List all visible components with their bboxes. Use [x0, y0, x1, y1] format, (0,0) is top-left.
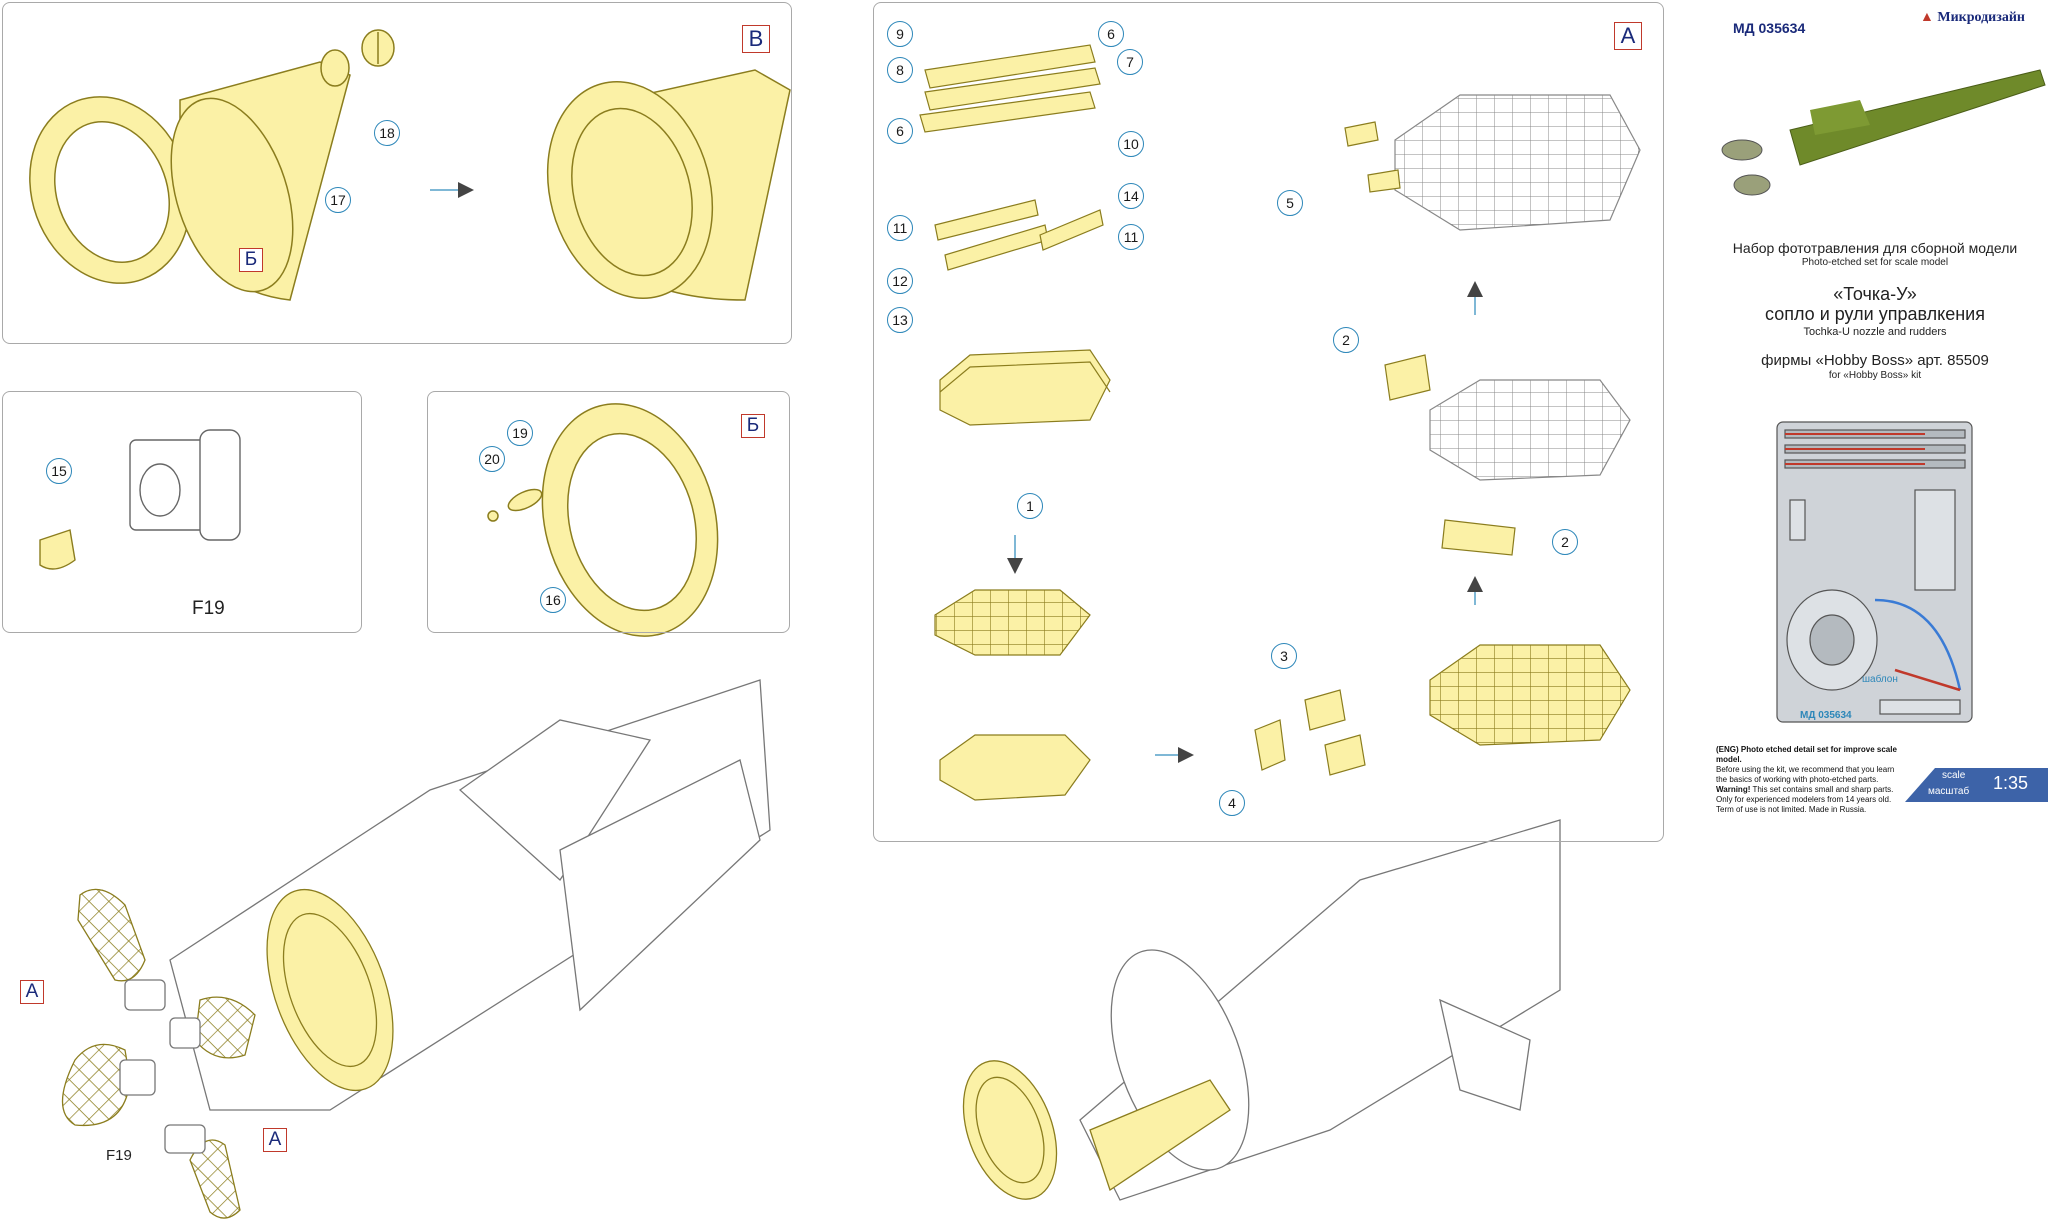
- scale-label-en: scale: [1942, 770, 1966, 781]
- brand-name: Микродизайн: [1937, 10, 2025, 25]
- subject-en: Tochka-U nozzle and rudders: [1803, 326, 1947, 338]
- assembly-left-drawing: [62, 679, 771, 1219]
- assembly-label-a-top: А: [20, 980, 44, 1004]
- note-line-3: the basics of working with photo-etched …: [1716, 775, 1879, 784]
- fret-code: МД 035634: [1800, 710, 1852, 721]
- callout-4: 4: [1219, 790, 1245, 816]
- kit-ru: фирмы «Hobby Boss» арт. 85509: [1761, 352, 1989, 369]
- brand-logo-mark: ▲: [1920, 10, 1934, 25]
- callout-5: 5: [1277, 190, 1303, 216]
- panel-letter-a: А: [1614, 22, 1642, 50]
- assembly-right-drawing: [962, 819, 1561, 1201]
- assembly-label-a-bottom: А: [263, 1128, 287, 1152]
- callout-20: 20: [479, 446, 505, 472]
- title-en: Photo-etched set for scale model: [1801, 257, 1949, 268]
- note-line-4: This set contains small and sharp parts.: [1750, 785, 1894, 794]
- callout-8: 8: [887, 57, 913, 83]
- panel-f19-drawing: [39, 429, 241, 570]
- callout-3: 3: [1271, 643, 1297, 669]
- scale-badge-shape: [1905, 768, 2048, 802]
- callout-1: 1: [1017, 493, 1043, 519]
- panel-a: [873, 2, 1664, 842]
- notes: (ENG) Photo etched detail set for improv…: [1716, 745, 1916, 815]
- callout-11-left: 11: [887, 215, 913, 241]
- callout-16: 16: [540, 587, 566, 613]
- note-line-2: Before using the kit, we recommend that …: [1716, 765, 1895, 774]
- panel-v: [2, 2, 792, 344]
- brand-logo: ▲ Микродизайн: [1920, 10, 2025, 26]
- callout-13: 13: [887, 307, 913, 333]
- callout-6-left: 6: [887, 118, 913, 144]
- kit-en: for «Hobby Boss» kit: [1828, 370, 1922, 381]
- callout-9: 9: [887, 21, 913, 47]
- note-warning: Warning! This set contains small and sha…: [1716, 785, 1916, 795]
- fret-illustration: [1776, 421, 1973, 723]
- callout-14: 14: [1118, 183, 1144, 209]
- scale-label-ru: масштаб: [1928, 786, 1970, 797]
- note-warning-label: Warning!: [1716, 785, 1751, 794]
- callout-10: 10: [1118, 131, 1144, 157]
- panel-letter-v: В: [742, 25, 770, 53]
- callout-2-top: 2: [1333, 327, 1359, 353]
- callout-11-right: 11: [1118, 224, 1144, 250]
- callout-12: 12: [887, 268, 913, 294]
- scale-value: 1:35: [1993, 773, 2029, 793]
- missile-illustration: [1721, 69, 2046, 196]
- panel-b-drawing: [487, 403, 719, 637]
- callout-15: 15: [46, 458, 72, 484]
- callout-18: 18: [374, 120, 400, 146]
- subject-ru: сопло и рули управлкения: [1765, 304, 1985, 324]
- fret-template-label: шаблон: [1862, 674, 1898, 685]
- panel-a-drawing: [919, 44, 1641, 801]
- callout-6-top: 6: [1098, 21, 1124, 47]
- panel-v-drawing: [29, 29, 791, 301]
- callout-7: 7: [1117, 49, 1143, 75]
- article-code: МД 035634: [1733, 20, 1806, 36]
- panel-b: [427, 391, 790, 633]
- name-quoted: «Точка-У»: [1833, 284, 1917, 304]
- callout-19: 19: [507, 420, 533, 446]
- label-b: Б: [239, 248, 263, 272]
- callout-2-bottom: 2: [1552, 529, 1578, 555]
- note-line-6: Term of use is not limited. Made in Russ…: [1716, 805, 1867, 814]
- label-f19: F19: [192, 598, 225, 619]
- note-line-1: (ENG) Photo etched detail set for improv…: [1716, 745, 1897, 764]
- title-ru: Набор фототравления для сборной модели: [1732, 240, 2018, 256]
- note-line-5: Only for experienced modelers from 14 ye…: [1716, 795, 1892, 804]
- assembly-label-f19: F19: [106, 1147, 132, 1164]
- panel-letter-b: Б: [741, 414, 765, 438]
- panel-f19: [2, 391, 362, 633]
- callout-17: 17: [325, 187, 351, 213]
